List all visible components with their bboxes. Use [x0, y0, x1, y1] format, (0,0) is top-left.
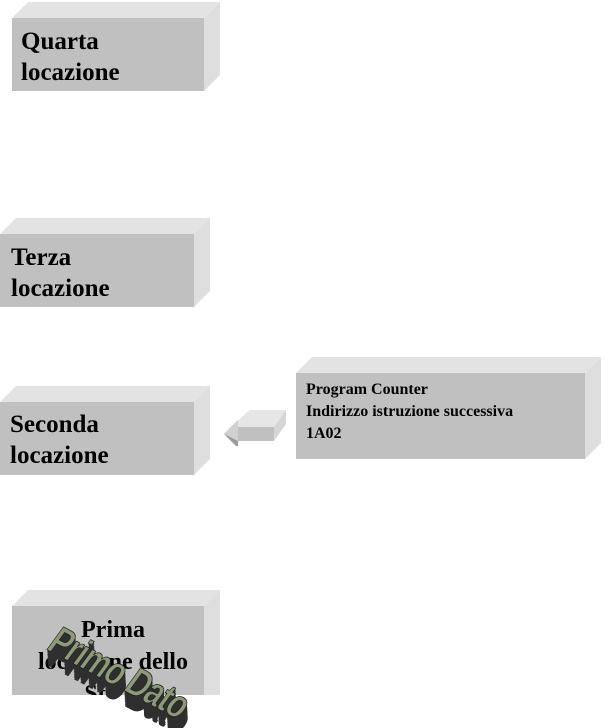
box-front-face: Prima locazione dello Stack: [12, 606, 204, 695]
box-label-line: Seconda: [10, 411, 99, 438]
box-label-line: Prima: [81, 617, 145, 643]
box-front-face: Terza locazione: [0, 234, 194, 307]
box-side-face: [204, 590, 220, 695]
prima-locazione-box: Prima locazione dello Stack: [12, 590, 220, 695]
box-top-face: [296, 357, 601, 373]
box-side-face: [585, 357, 601, 459]
box-front-face: Program Counter Indirizzo istruzione suc…: [296, 373, 585, 459]
box-top-face: [12, 2, 220, 18]
box-label-line: Terza: [11, 244, 72, 271]
box-label-line: locazione: [11, 275, 110, 302]
box-front-face: Seconda locazione: [0, 402, 194, 475]
program-counter-value: 1A02: [306, 425, 342, 442]
terza-locazione-box: Terza locazione: [0, 218, 210, 307]
program-counter-title: Program Counter: [306, 381, 428, 398]
box-label-line: locazione: [10, 442, 109, 469]
box-label-line: locazione dello: [38, 649, 188, 675]
box-front-face: Quarta locazione: [12, 18, 204, 91]
box-label-line: locazione: [21, 59, 120, 86]
pointer-arrow-icon: [224, 410, 286, 446]
quarta-locazione-box: Quarta locazione: [12, 2, 220, 91]
box-top-face: [0, 218, 210, 234]
program-counter-box: Program Counter Indirizzo istruzione suc…: [296, 357, 601, 459]
box-side-face: [194, 218, 210, 307]
box-top-face: [12, 590, 220, 606]
box-label-line: Stack: [84, 681, 142, 695]
box-side-face: [204, 2, 220, 91]
box-top-face: [0, 386, 210, 402]
seconda-locazione-box: Seconda locazione: [0, 386, 210, 475]
box-label-line: Quarta: [21, 28, 99, 55]
box-side-face: [194, 386, 210, 475]
program-counter-subtitle: Indirizzo istruzione successiva: [306, 403, 514, 420]
